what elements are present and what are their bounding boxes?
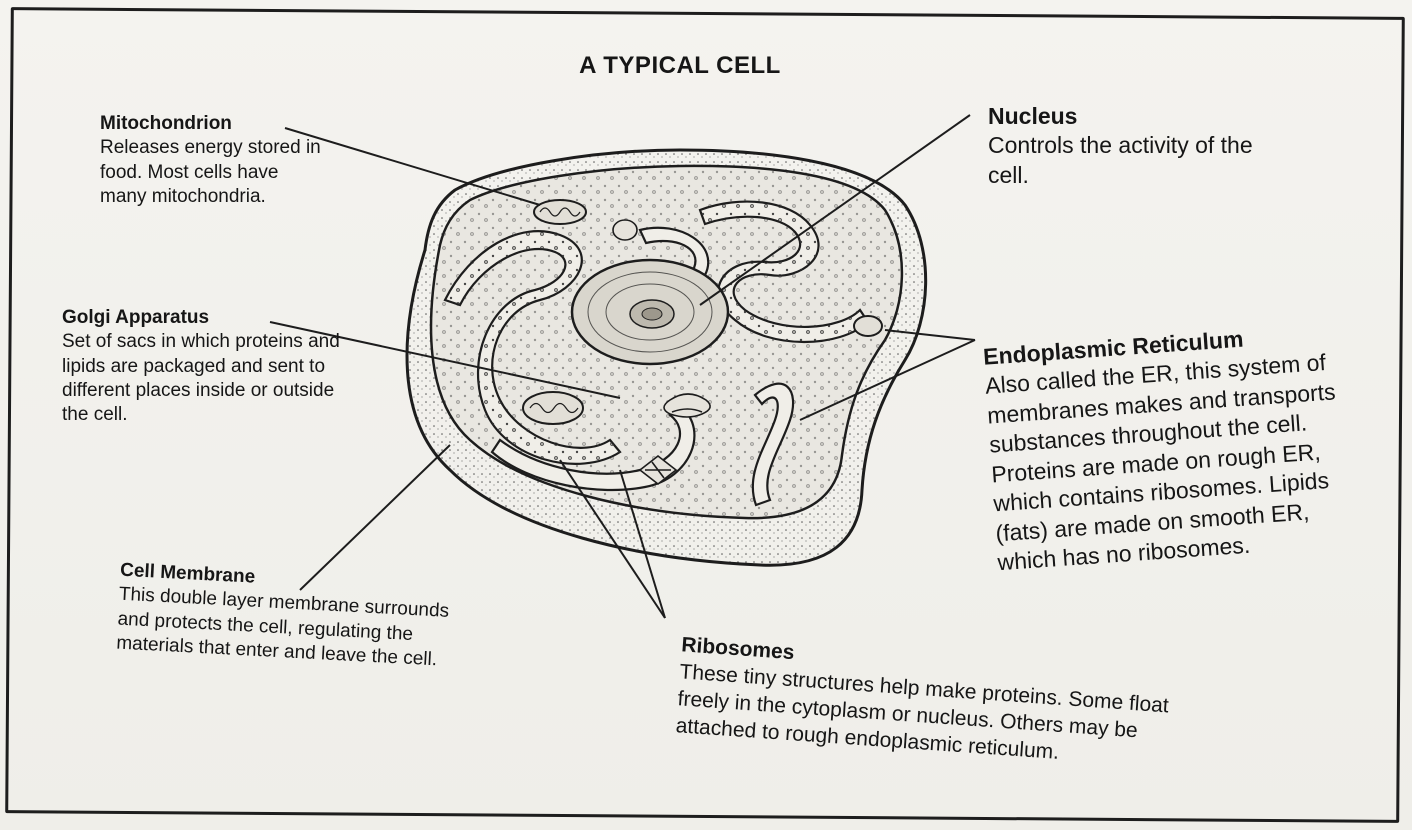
nucleus: [572, 260, 728, 364]
mitochondrion-name: Mitochondrion: [100, 112, 330, 136]
label-golgi-apparatus: Golgi Apparatus Set of sacs in which pro…: [62, 306, 342, 428]
label-cell-membrane: Cell Membrane This double layer membrane…: [116, 559, 481, 675]
label-endoplasmic-reticulum: Endoplasmic Reticulum Also called the ER…: [982, 318, 1358, 578]
label-mitochondrion: Mitochondrion Releases energy stored in …: [100, 112, 330, 209]
nucleus-description: Controls the activity of the cell.: [988, 131, 1288, 190]
golgi-apparatus-description: Set of sacs in which proteins and lipids…: [62, 330, 342, 427]
golgi-apparatus-name: Golgi Apparatus: [62, 306, 342, 330]
endoplasmic-reticulum-description: Also called the ER, this system of membr…: [984, 347, 1357, 578]
nucleus-name: Nucleus: [988, 102, 1288, 131]
mitochondrion-description: Releases energy stored in food. Most cel…: [100, 136, 330, 209]
label-nucleus: Nucleus Controls the activity of the cel…: [988, 102, 1288, 190]
